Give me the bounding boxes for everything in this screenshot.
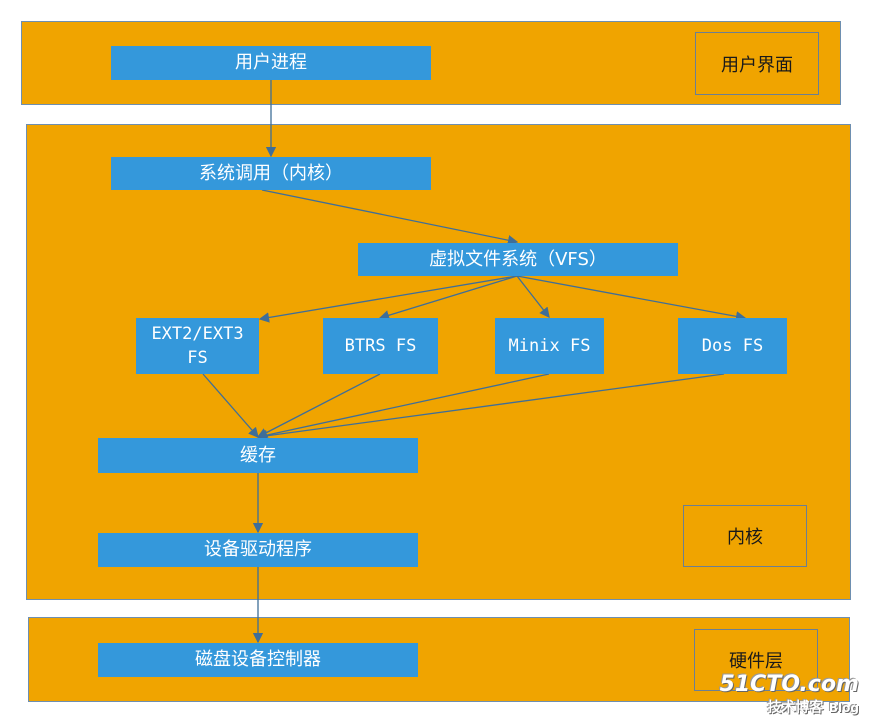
disk-controller-box: 磁盘设备控制器	[98, 643, 418, 677]
syscall-box: 系统调用（内核）	[111, 157, 431, 190]
fs-ext-box: EXT2/EXT3 FS	[136, 318, 259, 374]
fs-dos-box: Dos FS	[678, 318, 787, 374]
user-process-box: 用户进程	[111, 46, 431, 80]
fs-minix-box: Minix FS	[495, 318, 604, 374]
driver-box: 设备驱动程序	[98, 533, 418, 567]
kernel-label: 内核	[683, 505, 807, 567]
hardware-label: 硬件层	[694, 629, 818, 691]
fs-btrs-box: BTRS FS	[323, 318, 438, 374]
user-interface-label: 用户界面	[695, 32, 819, 95]
cache-box: 缓存	[98, 438, 418, 473]
vfs-box: 虚拟文件系统（VFS）	[358, 243, 678, 276]
watermark-logo: 51CTO.com 技术博客 Blog	[719, 672, 859, 717]
